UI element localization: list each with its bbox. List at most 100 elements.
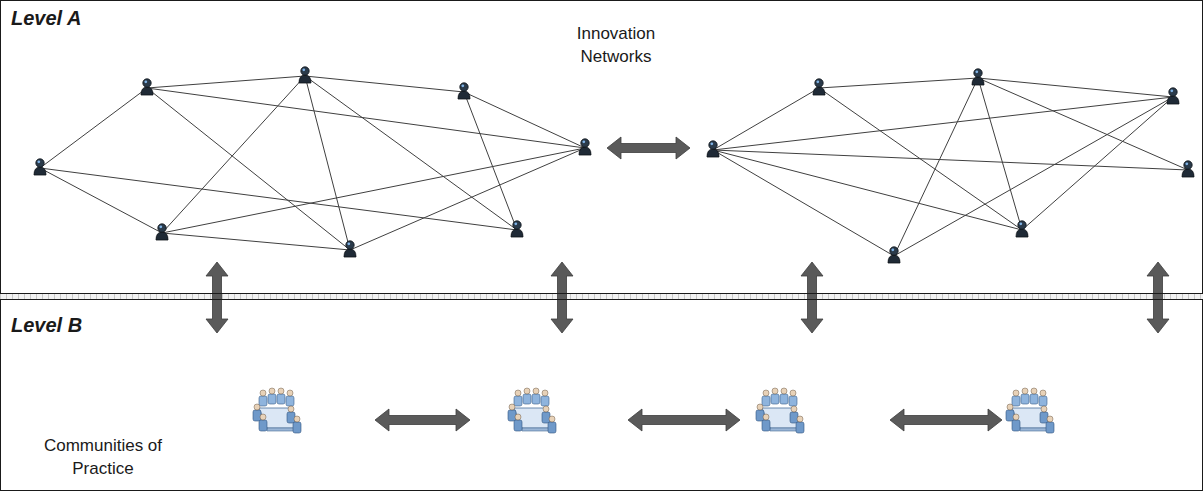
attendee-body (293, 422, 301, 433)
attendee-head (797, 416, 803, 422)
attendee-body (789, 396, 797, 406)
attendee-head (260, 414, 266, 420)
meeting-icon (1006, 388, 1054, 433)
network-link (713, 88, 819, 150)
person-head (709, 141, 717, 149)
network-link (40, 168, 162, 233)
attendee-body (762, 420, 770, 431)
network-link (40, 88, 147, 168)
attendee-body (762, 396, 770, 406)
meeting-icon (756, 388, 804, 433)
network-link (713, 150, 894, 256)
attendee-head (524, 388, 530, 394)
person-head (301, 67, 309, 75)
network-link (819, 88, 1022, 230)
double-arrow (1147, 262, 1169, 333)
person-head (815, 79, 823, 87)
attendee-body (1046, 422, 1054, 433)
attendee-body (542, 412, 550, 423)
person-icon (458, 83, 470, 99)
attendee-head (278, 388, 284, 394)
attendee-body (771, 394, 779, 404)
person-head (1018, 221, 1026, 229)
network-link (162, 233, 350, 250)
person-highlight (144, 80, 147, 83)
attendee-body (268, 394, 276, 404)
attendee-head (515, 414, 521, 420)
double-arrow (628, 409, 740, 431)
attendee-head (542, 390, 548, 396)
attendee-body (756, 410, 764, 421)
attendee-body (259, 420, 267, 431)
attendee-body (259, 396, 267, 406)
person-head (581, 139, 589, 147)
person-body (888, 255, 900, 263)
attendee-body (548, 422, 556, 433)
attendee-head (1007, 404, 1013, 410)
level-caption: Innovation Networks (556, 23, 676, 69)
person-highlight (891, 248, 894, 251)
attendee-head (1013, 414, 1019, 420)
attendee-head (1040, 390, 1046, 396)
person-highlight (710, 142, 713, 145)
person-icon (511, 221, 523, 237)
attendee-head (260, 390, 266, 396)
network-link (464, 92, 517, 230)
person-highlight (1019, 222, 1022, 225)
attendee-head (1022, 388, 1028, 394)
attendee-body (287, 412, 295, 423)
network-link (162, 148, 585, 233)
attendee-body (523, 394, 531, 404)
person-body (141, 87, 153, 95)
attendee-body (1040, 412, 1048, 423)
attendee-head (549, 416, 555, 422)
person-icon (1016, 221, 1028, 237)
person-highlight (975, 70, 978, 73)
person-icon (813, 79, 825, 95)
attendee-head (543, 406, 549, 412)
attendee-head (781, 388, 787, 394)
attendee-head (533, 388, 539, 394)
person-highlight (37, 160, 40, 163)
meeting-icon (253, 388, 301, 433)
person-icon (141, 79, 153, 95)
person-head (346, 241, 354, 249)
network-link (894, 97, 1173, 256)
meeting-icon (508, 388, 556, 433)
person-icon (34, 159, 46, 175)
person-head (1169, 88, 1177, 96)
attendee-body (1006, 410, 1014, 421)
person-highlight (159, 225, 162, 228)
attendee-body (1021, 394, 1029, 404)
person-body (1167, 96, 1179, 104)
attendee-head (269, 388, 275, 394)
person-head (143, 79, 151, 87)
network-link (147, 76, 305, 88)
network-link (305, 76, 464, 92)
attendee-head (294, 416, 300, 422)
attendee-head (509, 404, 515, 410)
person-icon (888, 247, 900, 263)
attendee-head (254, 404, 260, 410)
attendee-body (1039, 396, 1047, 406)
level-heading: Level A (11, 7, 81, 30)
person-body (299, 75, 311, 83)
network-link (894, 78, 978, 256)
network-link (305, 76, 517, 230)
attendee-body (514, 396, 522, 406)
person-body (156, 232, 168, 240)
person-icon (299, 67, 311, 83)
attendee-head (515, 390, 521, 396)
network-link (40, 168, 517, 230)
person-body (458, 91, 470, 99)
double-arrow (206, 262, 228, 333)
person-highlight (1170, 89, 1173, 92)
level-heading: Level B (11, 314, 82, 337)
level-caption: Communities of Practice (23, 435, 183, 481)
person-head (890, 247, 898, 255)
person-body (707, 149, 719, 157)
person-body (813, 87, 825, 95)
attendee-body (796, 422, 804, 433)
attendee-head (287, 390, 293, 396)
attendee-body (514, 420, 522, 431)
